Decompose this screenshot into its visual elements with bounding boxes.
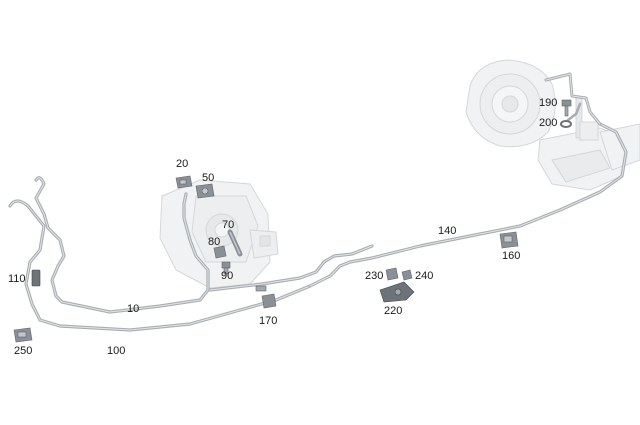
callout-170: 170 [259, 315, 277, 327]
brake-pipe-rear-upper [544, 72, 602, 126]
part-90-screw [221, 261, 231, 275]
part-170-connector [255, 285, 277, 309]
callout-80: 80 [208, 236, 220, 248]
brake-pipe-10 [34, 176, 210, 314]
callout-230: 230 [365, 270, 383, 282]
callout-240: 240 [415, 270, 433, 282]
brake-pipe-center [208, 244, 374, 292]
callout-labels: 10 20 50 70 80 90 100 110 140 160 170 19… [8, 97, 557, 357]
part-70-hose [227, 229, 243, 257]
brake-pipe-140 [308, 122, 628, 288]
callout-50: 50 [202, 172, 214, 184]
part-230-nut [385, 267, 399, 281]
part-200-ring [560, 120, 572, 128]
callout-200: 200 [539, 117, 557, 129]
brake-pipe-rear-200 [566, 102, 582, 122]
callout-160: 160 [502, 250, 520, 262]
callout-10: 10 [127, 303, 139, 315]
part-110-hose [31, 269, 41, 287]
callout-90: 90 [221, 270, 233, 282]
rear-axle-assembly [465, 59, 640, 191]
callout-100: 100 [107, 345, 125, 357]
part-240-nut [401, 269, 413, 281]
callout-190: 190 [539, 97, 557, 109]
part-20-clip [175, 175, 193, 189]
transmission-assembly [159, 179, 279, 289]
part-220-bracket [379, 281, 415, 303]
callout-110: 110 [8, 273, 26, 285]
callout-140: 140 [438, 225, 456, 237]
part-160-bracket [499, 231, 519, 249]
callout-250: 250 [14, 345, 32, 357]
part-50-bracket [195, 183, 215, 199]
callout-220: 220 [384, 305, 402, 317]
brake-pipes [8, 72, 628, 332]
part-80-clip [213, 245, 227, 259]
part-190-screw [561, 99, 572, 117]
brake-pipe-100 [8, 199, 312, 332]
callout-70: 70 [222, 219, 234, 231]
callout-20: 20 [176, 158, 188, 170]
part-250-bracket [13, 327, 33, 343]
